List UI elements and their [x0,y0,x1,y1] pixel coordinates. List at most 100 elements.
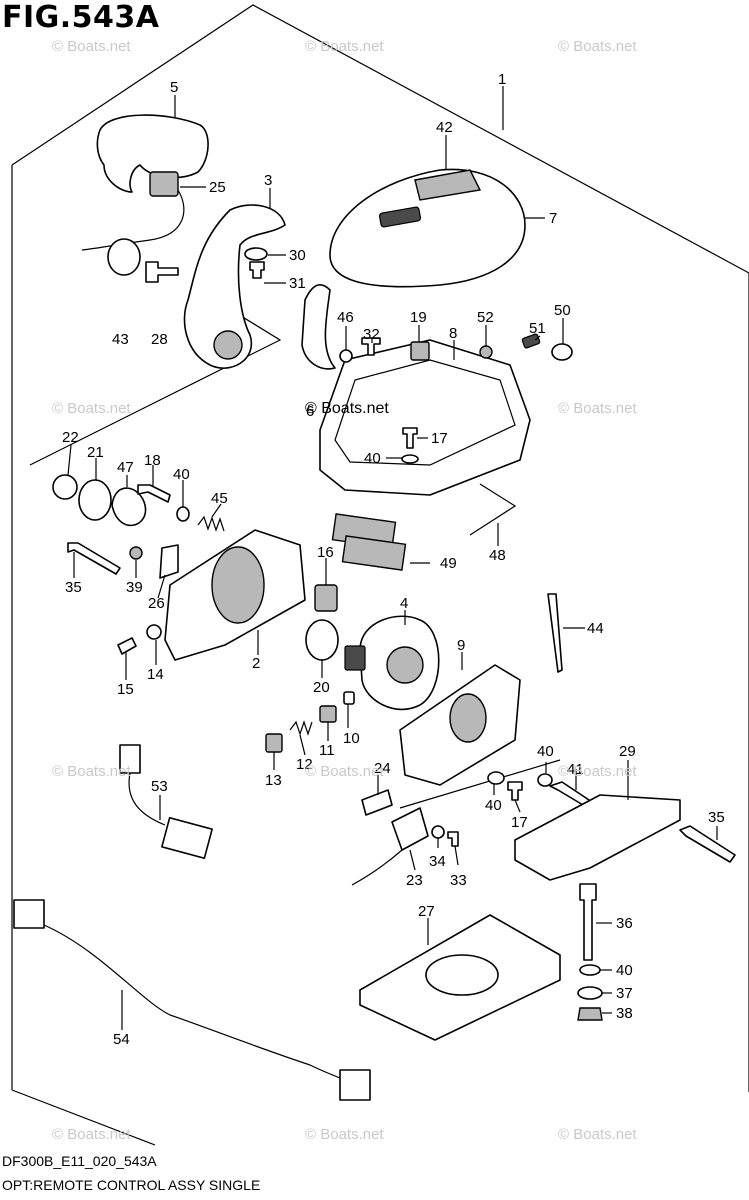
part-36-bolt [579,883,597,961]
part-25-switch-wire [81,189,185,251]
watermark: © Boats.net [52,38,131,55]
part-54-connector-right [339,1069,371,1101]
part-24-bracket [361,789,393,816]
callout-42: 42 [436,119,453,136]
callout-34: 34 [429,853,446,870]
part-22-snap-ring [52,474,78,500]
part-49-pad-b [341,535,407,571]
part-8-housing-inner [334,359,516,466]
part-35-long-bolt-left [67,542,121,575]
callout-53: 53 [151,778,168,795]
part-15-screw [117,637,137,655]
callout-36: 36 [616,915,633,932]
callout-4: 4 [400,595,408,612]
watermark: © Boats.net [305,400,389,417]
figure-title: FIG.543A [2,0,160,35]
callout-8: 8 [449,325,457,342]
part-34-washer [431,825,445,839]
part-45-spring [197,515,225,532]
callout-40-left: 40 [173,466,190,483]
watermark: © Boats.net [558,400,637,417]
callout-22: 22 [62,429,79,446]
callout-48: 48 [489,547,506,564]
part-44-cable-tie [547,593,563,673]
part-23-switch [391,807,429,851]
part-51-grommet [521,333,541,349]
watermark: © Boats.net [52,763,131,780]
callout-37: 37 [616,985,633,1002]
part-38-nut [577,1007,603,1021]
part-54-wire [43,924,341,1079]
part-40-washer-mid [487,771,505,785]
callout-lines [67,86,718,1030]
callout-14: 14 [147,666,164,683]
part-4-hub [386,646,424,684]
callout-18: 18 [144,452,161,469]
watermark: © Boats.net [558,1126,637,1143]
sub-assembly-outline-lower [399,759,561,809]
part-12-spring [289,720,313,736]
callout-35-left: 35 [65,579,82,596]
part-29-base-bracket [514,794,681,881]
part-43-cap [107,238,141,276]
callout-28: 28 [151,331,168,348]
part-46-washer [339,349,353,363]
part-3-spline [213,330,243,360]
part-20-collar [305,619,339,661]
part-37-washer [577,986,603,1000]
callout-17-lower: 17 [511,814,528,831]
figure-code: DF300B_E11_020_543A [2,1153,157,1169]
watermark: © Boats.net [558,763,637,780]
callout-31: 31 [289,275,306,292]
callout-27: 27 [418,903,435,920]
callout-49: 49 [440,555,457,572]
callout-32: 32 [363,326,380,343]
part-4-spline [344,645,366,671]
watermark: © Boats.net [52,1126,131,1143]
watermark: © Boats.net [305,1126,384,1143]
part-50-ring [551,343,573,361]
callout-29: 29 [619,743,636,760]
figure-subtitle: OPT:REMOTE CONTROL ASSY SINGLE [2,1177,261,1193]
watermark: © Boats.net [305,763,384,780]
callout-30: 30 [289,247,306,264]
callout-54: 54 [113,1031,130,1048]
part-40-washer-stack [579,964,601,976]
callout-40-right: 40 [537,743,554,760]
part-11-holder [319,705,337,723]
part-23-wire [351,849,403,886]
callout-labels: 1 2 3 4 5 6 7 8 9 10 11 12 13 14 15 16 1… [62,71,725,1048]
part-3-lever-arm [183,204,286,369]
part-6-spring-plate [301,284,336,370]
part-16-clip [314,584,338,612]
part-10-pin [343,691,355,705]
part-14-washer [146,624,162,640]
part-48-hex-key [469,483,517,536]
callout-35-right: 35 [708,809,725,826]
callout-45: 45 [211,490,228,507]
part-42-emblem [414,169,482,201]
callout-7: 7 [549,210,557,227]
part-26-plate [159,544,179,579]
callout-19: 19 [410,309,427,326]
callout-6: 6 [306,403,314,420]
part-53-connector-bottom [161,817,213,859]
callout-50: 50 [554,302,571,319]
part-5-lever-handle [96,114,209,193]
part-35-long-bolt-right [679,825,736,863]
watermark: © Boats.net [558,38,637,55]
callout-52: 52 [477,309,494,326]
callout-9: 9 [457,637,465,654]
callout-25: 25 [209,179,226,196]
callout-20: 20 [313,679,330,696]
callout-24: 24 [374,760,391,777]
part-19-clip [410,341,430,361]
callout-12: 12 [296,756,313,773]
callout-2: 2 [252,655,260,672]
part-40-washer-right [537,773,553,787]
assembly-outline [11,4,749,1146]
watermark: © Boats.net [52,400,131,417]
callout-43: 43 [112,331,129,348]
callout-46: 46 [337,309,354,326]
callout-23: 23 [406,872,423,889]
